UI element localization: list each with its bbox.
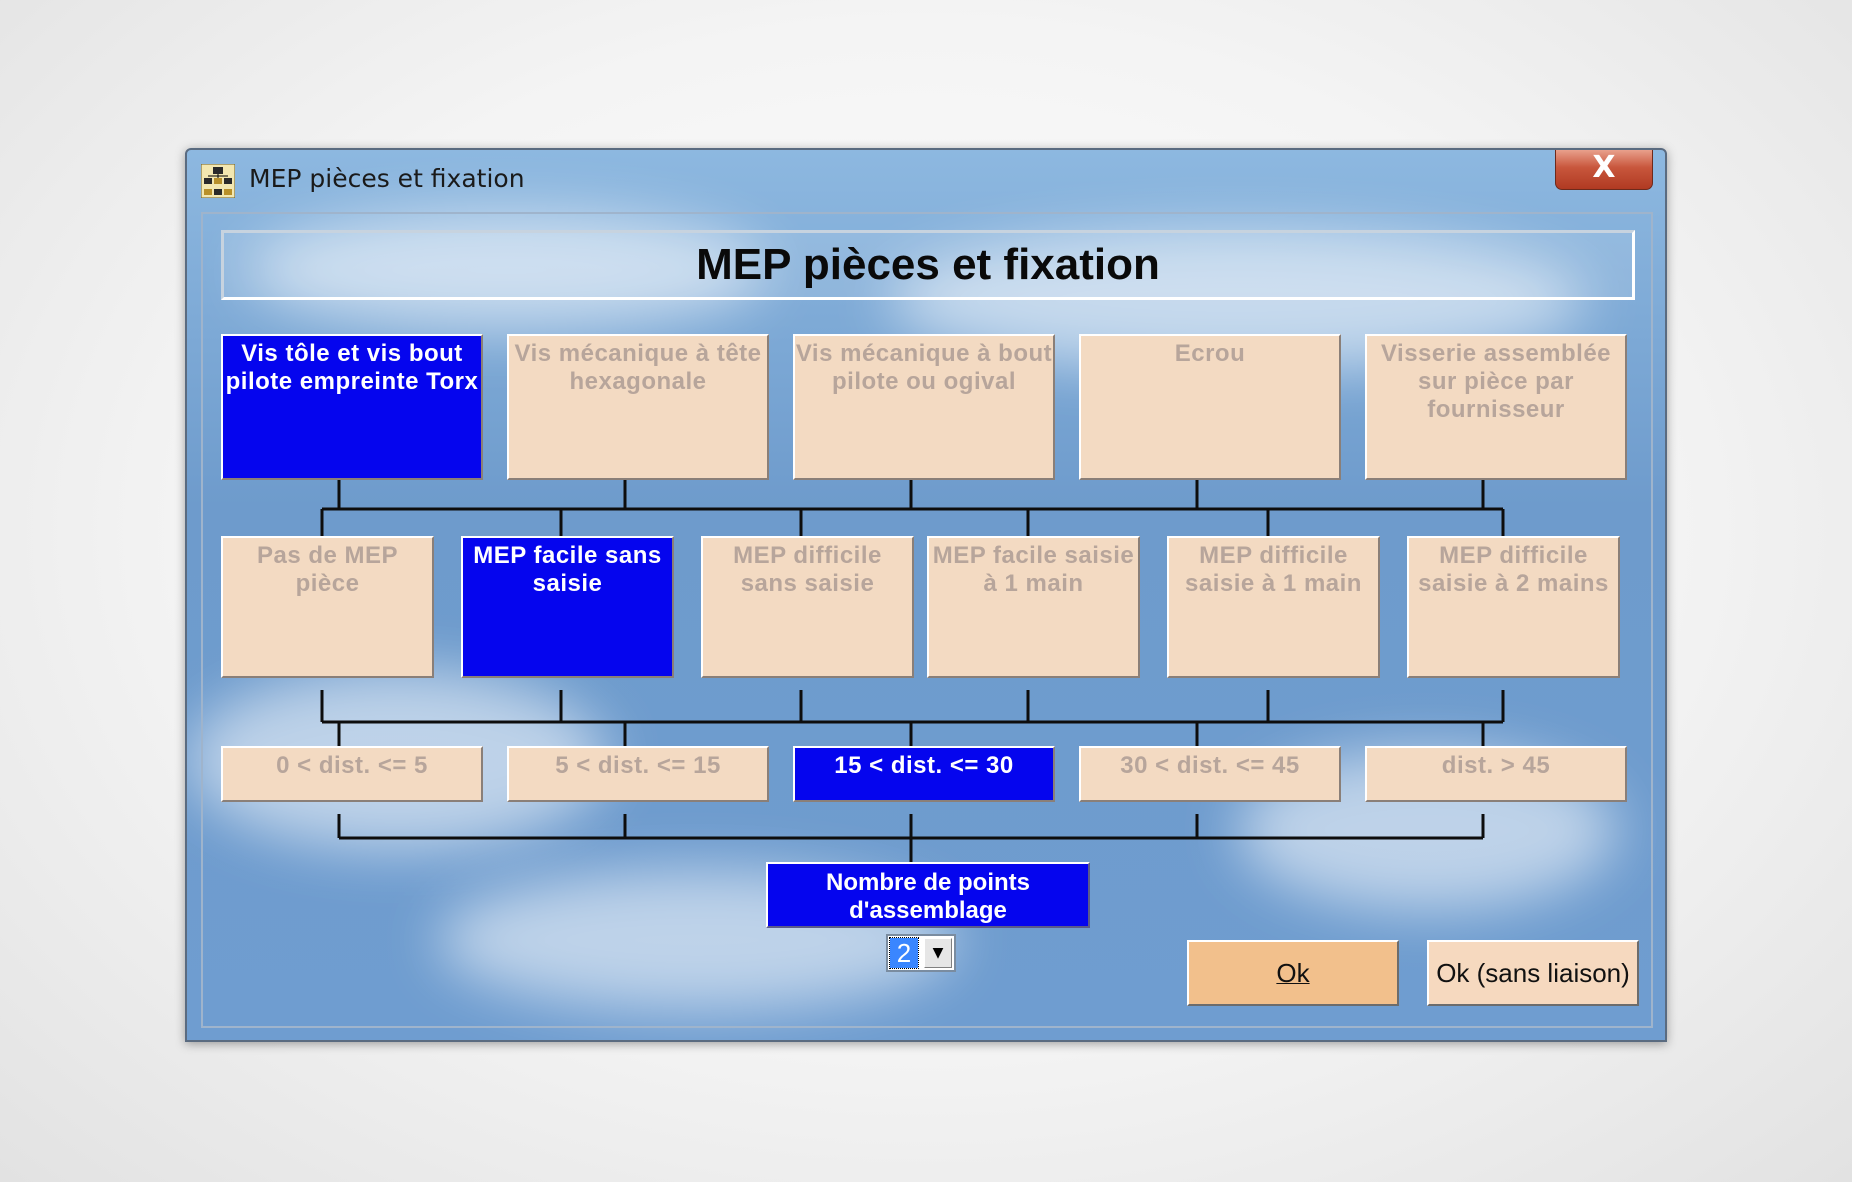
app-diagram-icon — [201, 164, 235, 198]
ok-button-label: Ok — [1276, 957, 1310, 988]
option-label: 30 < dist. <= 45 — [1120, 752, 1300, 779]
option-visserie-assemblee[interactable]: Visserie assemblée sur pièce par fournis… — [1365, 334, 1627, 480]
option-mep-difficile-sans-saisie[interactable]: MEP difficile sans saisie — [701, 536, 914, 678]
option-dist-0-5[interactable]: 0 < dist. <= 5 — [221, 746, 483, 802]
ok-button[interactable]: Ok — [1187, 940, 1399, 1006]
option-dist-30-45[interactable]: 30 < dist. <= 45 — [1079, 746, 1341, 802]
window-title: MEP pièces et fixation — [249, 164, 525, 193]
title-bar[interactable]: MEP pièces et fixation X — [187, 150, 1665, 208]
close-icon: X — [1592, 150, 1616, 185]
option-label: 15 < dist. <= 30 — [834, 752, 1014, 779]
option-label: 0 < dist. <= 5 — [276, 752, 428, 779]
assembly-points-label: Nombre de points d'assemblage — [766, 862, 1090, 928]
option-dist-15-30[interactable]: 15 < dist. <= 30 — [793, 746, 1055, 802]
option-ecrou[interactable]: Ecrou — [1079, 334, 1341, 480]
option-label: MEP difficile saisie à 1 main — [1185, 542, 1362, 597]
close-button[interactable]: X — [1555, 150, 1653, 190]
option-vis-mecanique-hexagonale[interactable]: Vis mécanique à tête hexagonale — [507, 334, 769, 480]
option-mep-facile-1-main[interactable]: MEP facile saisie à 1 main — [927, 536, 1140, 678]
option-vis-mecanique-bout-pilote[interactable]: Vis mécanique à bout pilote ou ogival — [793, 334, 1055, 480]
option-label: MEP difficile saisie à 2 mains — [1418, 542, 1609, 597]
option-label: dist. > 45 — [1441, 752, 1551, 779]
option-label: Pas de MEP pièce — [256, 542, 399, 597]
assembly-points-select[interactable]: 2 ▼ — [886, 934, 956, 972]
assembly-points-text: Nombre de points d'assemblage — [825, 869, 1030, 924]
option-label: Ecrou — [1174, 340, 1246, 367]
ok-sans-liaison-label: Ok (sans liaison) — [1436, 957, 1630, 988]
tree-connector-lines — [320, 478, 1505, 862]
ok-sans-liaison-button[interactable]: Ok (sans liaison) — [1427, 940, 1639, 1006]
option-label: MEP facile sans saisie — [473, 542, 662, 597]
option-label: 5 < dist. <= 15 — [555, 752, 721, 779]
option-mep-difficile-2-mains[interactable]: MEP difficile saisie à 2 mains — [1407, 536, 1620, 678]
header-panel: MEP pièces et fixation — [221, 230, 1635, 300]
option-label: Vis mécanique à tête hexagonale — [514, 340, 762, 395]
option-pas-de-mep[interactable]: Pas de MEP pièce — [221, 536, 434, 678]
option-label: Vis mécanique à bout pilote ou ogival — [795, 340, 1053, 395]
chevron-down-icon[interactable]: ▼ — [924, 938, 952, 968]
page-title: MEP pièces et fixation — [696, 240, 1160, 289]
dialog-client-area: MEP pièces et fixation — [201, 212, 1653, 1028]
dialog-window: MEP pièces et fixation X MEP pièces et f… — [185, 148, 1667, 1042]
option-mep-difficile-1-main[interactable]: MEP difficile saisie à 1 main — [1167, 536, 1380, 678]
option-label: MEP facile saisie à 1 main — [932, 542, 1135, 597]
assembly-points-value: 2 — [889, 937, 919, 969]
option-label: Visserie assemblée sur pièce par fournis… — [1380, 340, 1612, 423]
option-mep-facile-sans-saisie[interactable]: MEP facile sans saisie — [461, 536, 674, 678]
option-vis-tole-torx[interactable]: Vis tôle et vis bout pilote empreinte To… — [221, 334, 483, 480]
option-label: Vis tôle et vis bout pilote empreinte To… — [225, 340, 479, 395]
option-label: MEP difficile sans saisie — [733, 542, 882, 597]
option-dist-5-15[interactable]: 5 < dist. <= 15 — [507, 746, 769, 802]
option-dist-over-45[interactable]: dist. > 45 — [1365, 746, 1627, 802]
